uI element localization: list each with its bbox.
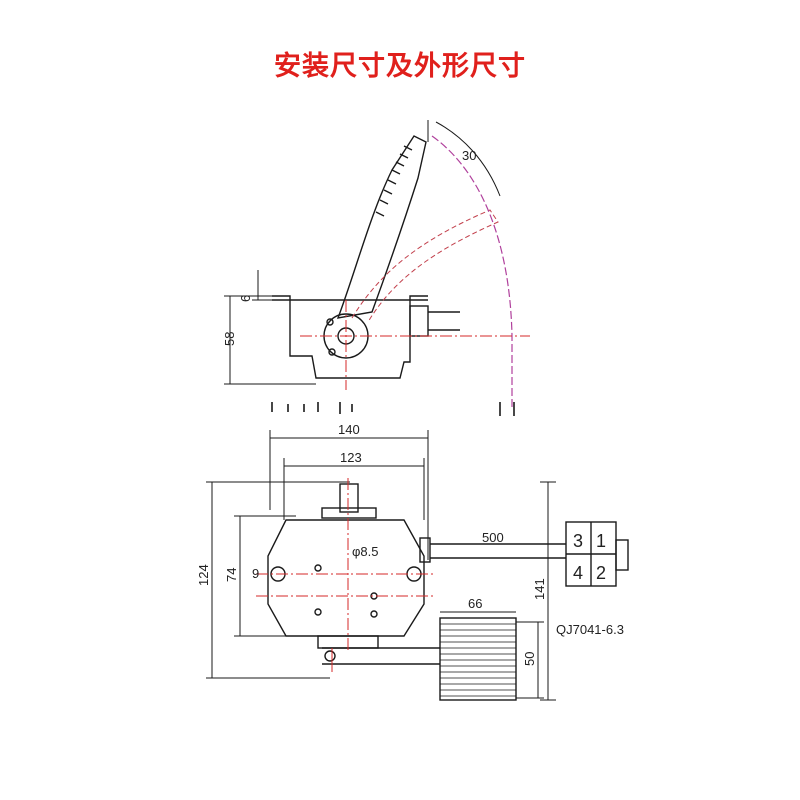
pedal-arm: [336, 135, 427, 319]
model-label: QJ7041-6.3: [556, 622, 624, 637]
dim-overall-label: 141: [532, 578, 547, 600]
dim-top-label: 6: [238, 295, 253, 302]
dim-pad-height-label: 50: [522, 652, 537, 666]
dim-cable-label: 500: [482, 530, 504, 545]
housing-body: [267, 519, 425, 637]
top-view: [206, 430, 629, 701]
pin-3-label: 3: [573, 531, 583, 551]
dim-height-label: 58: [222, 332, 237, 346]
dim-hole-dia-label: φ8.5: [352, 544, 379, 559]
swing-arc: [431, 135, 513, 410]
dim-hole-offset-label: 9: [252, 566, 259, 581]
shaft: [339, 483, 359, 513]
pedal-ridges: [375, 145, 413, 217]
dim-angle-label: 30: [462, 148, 476, 163]
pedal-pad: [439, 617, 517, 701]
side-view: [224, 120, 515, 416]
pin-1-label: 1: [596, 531, 606, 551]
dim-height-inner-label: 74: [224, 568, 239, 582]
pin-2-label: 2: [596, 563, 606, 583]
pin-4-label: 4: [573, 563, 583, 583]
dim-height-total-label: 124: [196, 564, 211, 586]
dim-pad-width-label: 66: [468, 596, 482, 611]
dim-width-inner-label: 123: [340, 450, 362, 465]
dim-width-total-label: 140: [338, 422, 360, 437]
diagram-title: 安装尺寸及外形尺寸: [274, 51, 526, 82]
cable-gland: [409, 305, 429, 337]
housing-outline: [272, 295, 428, 379]
